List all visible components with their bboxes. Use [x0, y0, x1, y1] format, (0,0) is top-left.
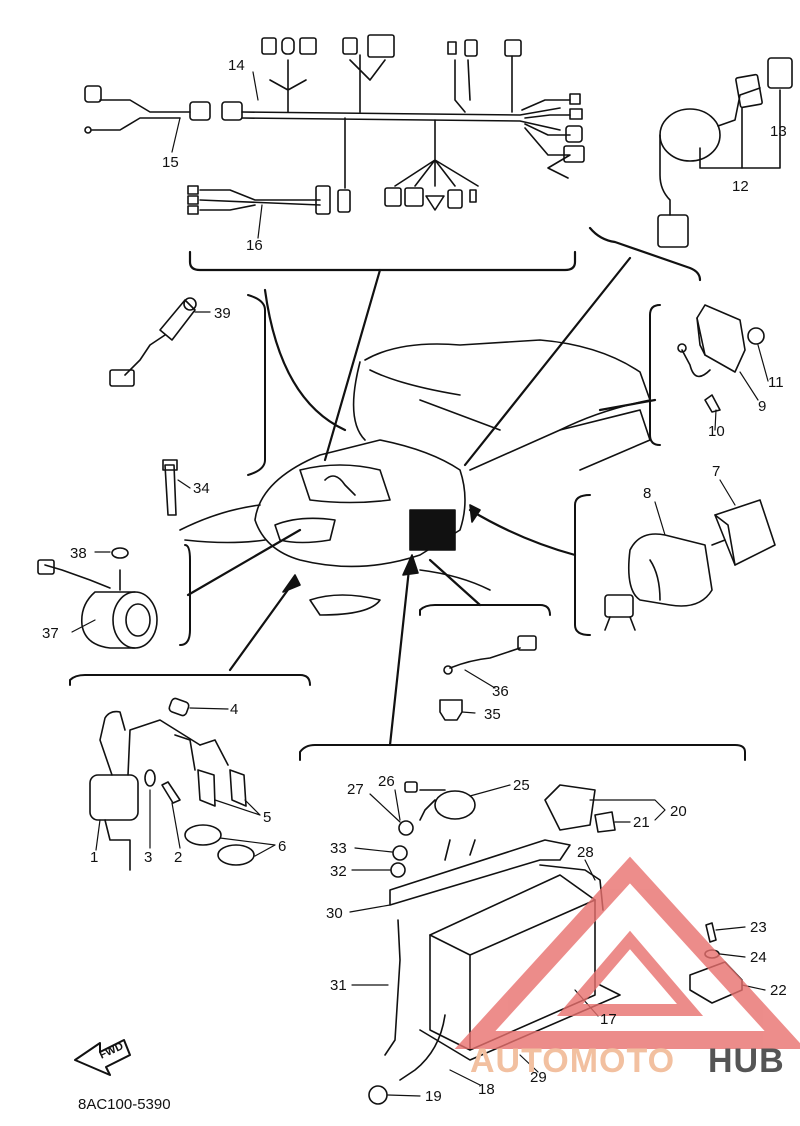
part-35-thermo-switch	[439, 699, 463, 721]
main-switch-assembly	[588, 57, 793, 282]
part-11-nut	[747, 327, 765, 345]
label-part-25: 25	[513, 777, 530, 794]
part-38-nut	[111, 547, 129, 559]
label-part-9: 9	[758, 398, 766, 415]
label-part-33: 33	[330, 840, 347, 857]
part-19-cap	[368, 1085, 388, 1105]
label-part-17: 17	[600, 1011, 617, 1028]
label-part-39: 39	[214, 305, 231, 322]
label-part-18: 18	[478, 1081, 495, 1098]
label-part-30: 30	[326, 905, 343, 922]
part-5-plug-caps	[174, 734, 247, 807]
label-part-15: 15	[162, 154, 179, 171]
label-part-10: 10	[708, 423, 725, 440]
label-part-34: 34	[193, 480, 210, 497]
watermark-logo	[454, 856, 800, 1049]
snowmobile-body	[179, 339, 651, 616]
part-30-bracket	[389, 839, 571, 906]
part-23-bolt	[705, 922, 717, 943]
part-31-rod	[384, 919, 401, 1056]
part-26-fuse	[404, 781, 418, 793]
part-2-bolt	[161, 781, 181, 804]
part-8-regulator	[604, 533, 713, 631]
label-part-38: 38	[70, 545, 87, 562]
label-part-13: 13	[770, 123, 787, 140]
label-part-22: 22	[770, 982, 787, 999]
part-7-resistor	[711, 499, 776, 566]
part-37-starter	[37, 559, 158, 649]
part-34-cable-tie	[162, 459, 178, 516]
leader-lines	[186, 256, 657, 747]
label-part-29: 29	[530, 1069, 547, 1086]
label-part-12: 12	[732, 178, 749, 195]
label-part-21: 21	[633, 814, 650, 831]
label-part-5: 5	[263, 809, 271, 826]
label-part-31: 31	[330, 977, 347, 994]
part-39-switch	[109, 297, 197, 387]
part-6-grommets	[184, 824, 255, 866]
part-labels: 1 2 3 4 5 6 7 8 9 10 11 12 13 14 15 16 1…	[42, 57, 787, 1105]
label-part-7: 7	[712, 463, 720, 480]
label-part-28: 28	[577, 844, 594, 861]
label-part-23: 23	[750, 919, 767, 936]
part-33-nut	[392, 845, 408, 861]
label-part-26: 26	[378, 773, 395, 790]
label-part-2: 2	[174, 849, 182, 866]
fwd-arrow-icon	[74, 1039, 131, 1076]
watermark-text-primary: AUTOMOTO	[470, 1042, 675, 1080]
part-36-lead	[443, 635, 537, 675]
part-21-fuse-holder	[594, 811, 616, 833]
part-10-bolt	[704, 394, 721, 413]
watermark-triangle-icon	[454, 856, 800, 1049]
part-4-cap	[168, 697, 190, 717]
part-3-washer	[144, 769, 156, 787]
label-part-35: 35	[484, 706, 501, 723]
part-17-battery	[429, 874, 596, 1051]
label-part-8: 8	[643, 485, 651, 502]
part-18-breather-hose	[399, 1014, 446, 1081]
label-part-3: 3	[144, 849, 152, 866]
label-part-11: 11	[768, 374, 784, 391]
label-part-24: 24	[750, 949, 767, 966]
part-1-ignition-coil	[89, 710, 201, 871]
part-32-washer	[390, 862, 406, 878]
label-part-20: 20	[670, 803, 687, 820]
label-part-4: 4	[230, 701, 238, 718]
part-29-box	[419, 984, 621, 1061]
diagram-code: 8AC100-5390	[78, 1096, 171, 1113]
label-part-37: 37	[42, 625, 59, 642]
part-9-cdi-unit	[677, 304, 746, 378]
part-27-nut	[398, 820, 414, 836]
label-part-27: 27	[347, 781, 364, 798]
part-25-starter-relay	[419, 789, 476, 821]
wire-harness-assembly	[84, 34, 585, 272]
label-part-19: 19	[425, 1088, 442, 1105]
label-part-14: 14	[228, 57, 245, 74]
label-part-1: 1	[90, 849, 98, 866]
watermark-text-secondary: HUB	[708, 1042, 785, 1080]
label-part-32: 32	[330, 863, 347, 880]
label-part-6: 6	[278, 838, 286, 855]
label-ticks	[71, 71, 769, 1097]
label-part-36: 36	[492, 683, 509, 700]
part-20-relay	[544, 784, 596, 831]
label-part-16: 16	[246, 237, 263, 254]
